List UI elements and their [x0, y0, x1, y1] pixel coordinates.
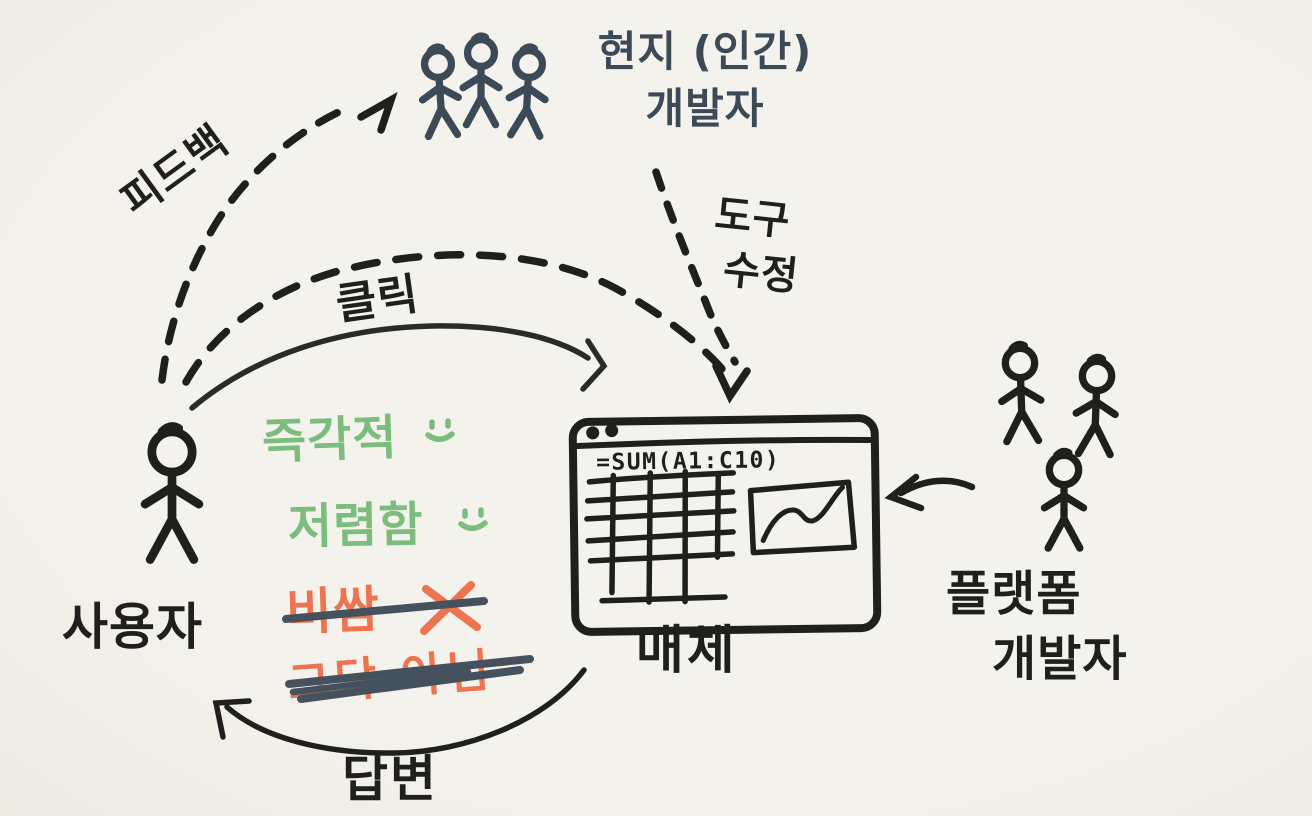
- local-developer-label: 현지 (인간) 개발자: [572, 24, 838, 137]
- window-dot-icon: [586, 426, 600, 440]
- platform-developer-label-line2: 개발자: [992, 630, 1128, 687]
- build-arrowhead: [884, 473, 925, 512]
- smiley-icon: [425, 418, 455, 442]
- media-label: 매체: [636, 621, 738, 681]
- click-edge-label: 클릭: [332, 268, 423, 331]
- platform-developer-figure: [1044, 452, 1083, 549]
- user-figure: [145, 427, 199, 560]
- answer-edge-label: 답변: [342, 750, 438, 808]
- con-item-expensive: 비쌈: [284, 580, 381, 642]
- spreadsheet-grid: [584, 468, 737, 605]
- local-developer-figure: [463, 36, 499, 125]
- user-figure-shape: [145, 427, 199, 560]
- platform-developer-figure: [1075, 357, 1117, 455]
- click-arrow: [189, 323, 608, 411]
- pro-item-immediate: 즉각적: [261, 409, 399, 471]
- feedback-arrowhead: [357, 91, 398, 134]
- titlebar-divider: [574, 436, 873, 450]
- smiley-icon: [458, 507, 488, 531]
- feedback-edge-label: 피드백: [111, 115, 237, 226]
- tool-fix-label-line2: 수정: [720, 246, 801, 301]
- spreadsheet-window: =SUM(A1:C10): [568, 414, 882, 636]
- pro-item-cheap: 저렴함: [287, 496, 424, 556]
- local-developer-figures: [419, 36, 548, 137]
- local-developer-label-line1: 현지 (인간): [597, 27, 813, 76]
- user-media-dashed-arc: [182, 251, 751, 404]
- chart-thumbnail: [747, 479, 858, 556]
- platform-developer-figures: [1000, 344, 1117, 548]
- platform-developer-figure: [1000, 344, 1042, 442]
- answer-arrowhead: [212, 698, 252, 740]
- window-frame: [568, 414, 882, 636]
- con-item-not-really: 그닥 아님: [286, 642, 495, 712]
- formula-text: =SUM(A1:C10): [596, 447, 781, 476]
- tool-fix-label-line1: 도구: [712, 191, 793, 246]
- window-dot-icon: [605, 424, 619, 438]
- chart-frame: [747, 479, 858, 556]
- platform-developer-label-line1: 플랫폼: [946, 566, 1082, 622]
- local-developer-figure: [419, 46, 461, 137]
- x-mark-icon: [420, 581, 481, 635]
- local-developer-label-line2: 개발자: [645, 83, 765, 133]
- user-label: 사용자: [62, 598, 203, 656]
- platform-build-arrow: [884, 473, 976, 512]
- dashed-arc-arrowhead: [712, 362, 751, 404]
- click-arrowhead: [580, 338, 608, 392]
- chart-line: [760, 484, 845, 543]
- local-developer-figure: [507, 46, 547, 136]
